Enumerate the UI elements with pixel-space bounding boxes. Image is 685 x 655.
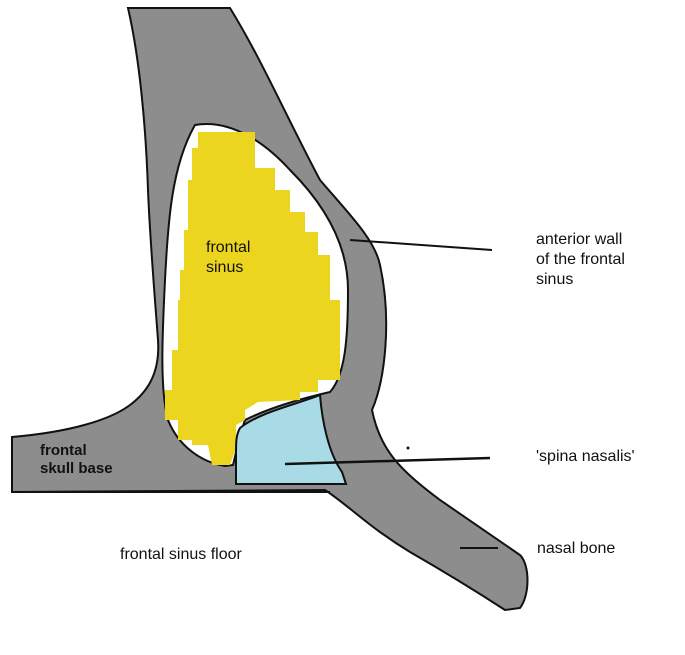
spina-nasalis-pointer: [284, 456, 491, 466]
spina-nasalis-label: 'spina nasalis': [536, 448, 635, 465]
skull-base-label: frontal skull base: [40, 442, 113, 477]
dot-marker: [406, 446, 410, 450]
nasal-bone-label: nasal bone: [537, 540, 616, 557]
frontal-sinus-region: [165, 132, 340, 465]
anterior-wall-label: anterior wall of the frontal sinus: [536, 231, 625, 288]
frontal-sinus-label: frontal sinus: [206, 239, 251, 276]
sinus-floor-label: frontal sinus floor: [120, 546, 242, 563]
anterior-wall-pointer: [349, 239, 493, 251]
spina-nasalis-region: [235, 393, 348, 485]
